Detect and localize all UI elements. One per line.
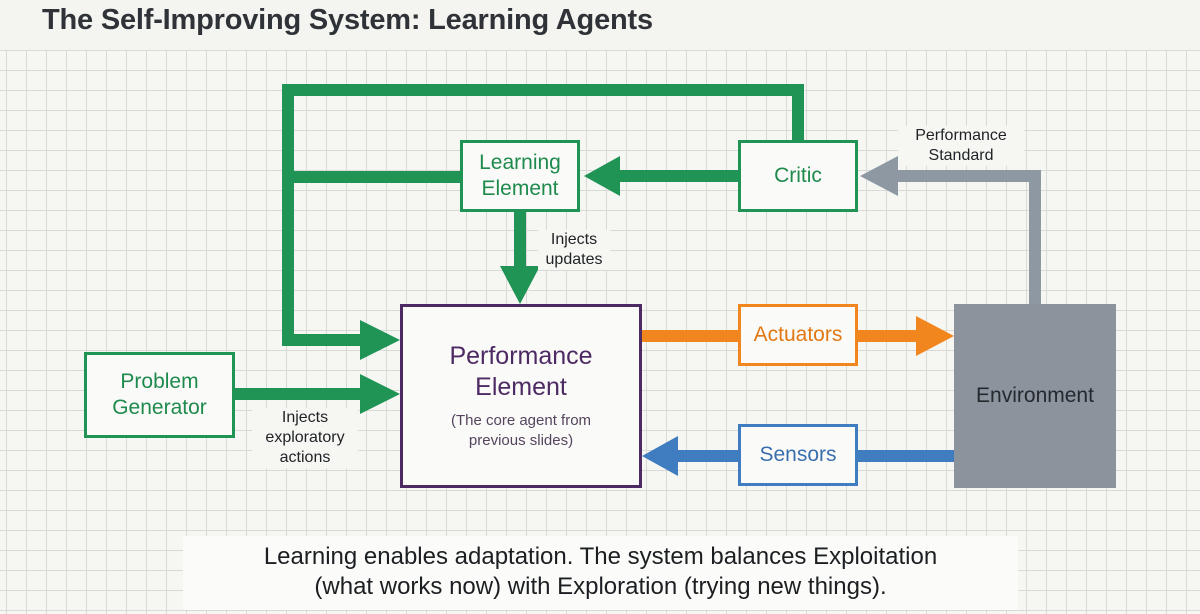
sensors-to-performance-arrowhead bbox=[642, 436, 678, 476]
caption: Learning enables adaptation. The system … bbox=[183, 536, 1018, 610]
performance-element-box: Performance Element (The core agent from… bbox=[400, 304, 642, 488]
performance-element-subtitle: (The core agent from previous slides) bbox=[450, 412, 592, 449]
environment-label: Environment bbox=[976, 384, 1094, 407]
critic-label: Critic bbox=[774, 164, 822, 187]
problem-generator-label: Problem Generator bbox=[112, 370, 207, 419]
actuators-label: Actuators bbox=[753, 323, 843, 346]
actuators-to-environment-arrowhead bbox=[916, 316, 954, 356]
standard-line bbox=[896, 170, 1041, 304]
injects-exploratory-label: Injects exploratory actions bbox=[252, 408, 358, 468]
injects-updates-label: Injects updates bbox=[538, 230, 610, 270]
title-bar: The Self-Improving System: Learning Agen… bbox=[0, 0, 1200, 50]
performance-element-title: Performance Element bbox=[449, 342, 593, 401]
critic-to-learning-arrowhead bbox=[584, 156, 620, 196]
learning-element-label: Learning Element bbox=[479, 151, 561, 200]
actuators-box: Actuators bbox=[738, 304, 858, 366]
critic-feedback-loop bbox=[282, 84, 804, 346]
generator-to-performance-arrowhead bbox=[360, 374, 400, 414]
learning-element-box: Learning Element bbox=[460, 140, 580, 212]
critic-box: Critic bbox=[738, 140, 858, 212]
sensors-box: Sensors bbox=[738, 424, 858, 486]
standard-arrowhead bbox=[860, 156, 898, 196]
performance-standard-label: Performance Standard bbox=[898, 126, 1024, 166]
environment-box: Environment bbox=[954, 304, 1116, 488]
sensors-label: Sensors bbox=[759, 443, 837, 466]
learning-to-performance-arrowhead bbox=[500, 266, 540, 304]
problem-generator-box: Problem Generator bbox=[84, 352, 235, 438]
critic-feedback-arrowhead bbox=[360, 320, 400, 360]
page-title: The Self-Improving System: Learning Agen… bbox=[42, 4, 653, 36]
